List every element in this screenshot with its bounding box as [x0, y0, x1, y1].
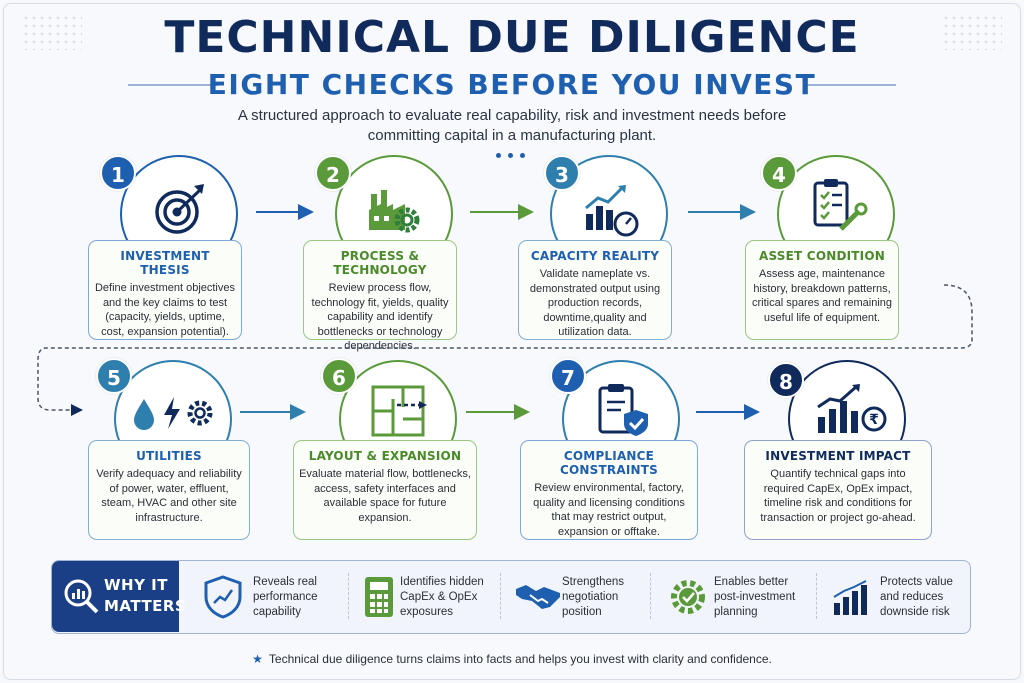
why-it-matters-title: WHY IT MATTERS — [104, 576, 187, 615]
wrap-connector — [37, 284, 973, 416]
step-card: INVESTMENT THESIS Define investment obje… — [88, 240, 242, 340]
step-title: INVESTMENT IMPACT — [765, 449, 911, 463]
utilities-icon — [134, 397, 213, 430]
chart-gauge-icon — [585, 185, 639, 237]
gear-check-icon — [671, 580, 705, 614]
subtitle-rule-left — [128, 84, 218, 86]
step-description: Assess age, maintenance history, breakdo… — [751, 268, 892, 324]
calculator-icon — [365, 577, 393, 617]
why-item-text: Protects value and reduces downside risk — [880, 576, 953, 618]
step-description: Quantify technical gaps into required Ca… — [760, 468, 916, 524]
why-item-text: Identifies hidden CapEx & OpEx exposures — [400, 576, 484, 618]
why-separator — [650, 573, 651, 619]
step-card: ASSET CONDITION Assess age, maintenance … — [745, 240, 899, 340]
step-title: UTILITIES — [136, 449, 202, 463]
decor-dots-left — [22, 14, 82, 50]
why-it-matters-panel: WHY IT MATTERS Reveals real performance … — [51, 560, 971, 634]
step-card: COMPLIANCE CONSTRAINTS Review environmen… — [520, 440, 698, 540]
step-card: INVESTMENT IMPACT Quantify technical gap… — [744, 440, 932, 540]
step-title: ASSET CONDITION — [759, 249, 885, 263]
step-card: PROCESS & TECHNOLOGY Review process flow… — [303, 240, 457, 352]
page-subtitle: EIGHT CHECKS BEFORE YOU INVEST — [207, 68, 817, 101]
why-separator — [348, 573, 349, 619]
step-number-badge: 2 — [315, 155, 351, 191]
step-description: Review process flow, technology fit, yie… — [311, 282, 449, 352]
why-item-text: Reveals real performance capability — [253, 576, 318, 618]
why-separator — [816, 573, 817, 619]
star-icon: ★ — [252, 652, 263, 666]
why-separator — [500, 573, 501, 619]
bar-chart-icon — [833, 580, 867, 615]
factory-gear-icon — [369, 190, 420, 233]
step-number-badge: 8 — [768, 362, 804, 398]
step-description: Review environmental, factory, quality a… — [533, 482, 685, 538]
why-item-text: Enables better post-investment planning — [714, 576, 796, 618]
compliance-shield-icon — [598, 384, 648, 436]
step-number-badge: 3 — [544, 155, 580, 191]
magnifier-chart-icon — [64, 579, 99, 614]
layout-icon — [371, 385, 427, 437]
footer-text: Technical due diligence turns claims int… — [268, 652, 772, 666]
step-description: Evaluate material flow, bottlenecks, acc… — [299, 468, 471, 524]
step-title: LAYOUT & EXPANSION — [308, 449, 462, 463]
handshake-icon — [516, 585, 560, 609]
step-description: Validate nameplate vs. demonstrated outp… — [529, 268, 661, 338]
step-card: UTILITIES Verify adequacy and reliabilit… — [88, 440, 250, 540]
footer-note: ★ Technical due diligence turns claims in… — [0, 652, 1024, 666]
growth-rupee-icon: ₹ — [817, 384, 887, 433]
page-title: TECHNICAL DUE DILIGENCE — [164, 12, 860, 63]
step-title: CAPACITY REALITY — [530, 249, 660, 263]
step-card: LAYOUT & EXPANSION Evaluate material flo… — [293, 440, 477, 540]
step-description: Verify adequacy and reliability of power… — [96, 468, 242, 524]
step-title: INVESTMENT THESIS — [120, 249, 210, 277]
target-icon — [155, 184, 204, 234]
intro-text: A structured approach to evaluate real c… — [237, 107, 787, 144]
step-title: PROCESS & TECHNOLOGY — [333, 249, 427, 277]
step-number-badge: 1 — [100, 155, 136, 191]
step-title: COMPLIANCE CONSTRAINTS — [560, 449, 658, 477]
step-description: Define investment objectives and the key… — [94, 282, 235, 338]
clipboard-wrench-icon — [813, 179, 868, 231]
step-card: CAPACITY REALITY Validate nameplate vs. … — [518, 240, 672, 340]
svg-text:₹: ₹ — [869, 412, 879, 428]
decor-dots-right — [942, 14, 1002, 50]
why-item-text: Strengthens negotiation position — [562, 576, 625, 618]
divider-dots — [496, 153, 525, 158]
step-number-badge: 7 — [550, 358, 586, 394]
step-number-badge: 4 — [761, 155, 797, 191]
step-number-badge: 5 — [96, 358, 132, 394]
shield-chart-icon — [204, 575, 242, 619]
why-it-matters-header: WHY IT MATTERS — [52, 561, 186, 632]
step-number-badge: 6 — [321, 358, 357, 394]
subtitle-rule-right — [806, 84, 896, 86]
